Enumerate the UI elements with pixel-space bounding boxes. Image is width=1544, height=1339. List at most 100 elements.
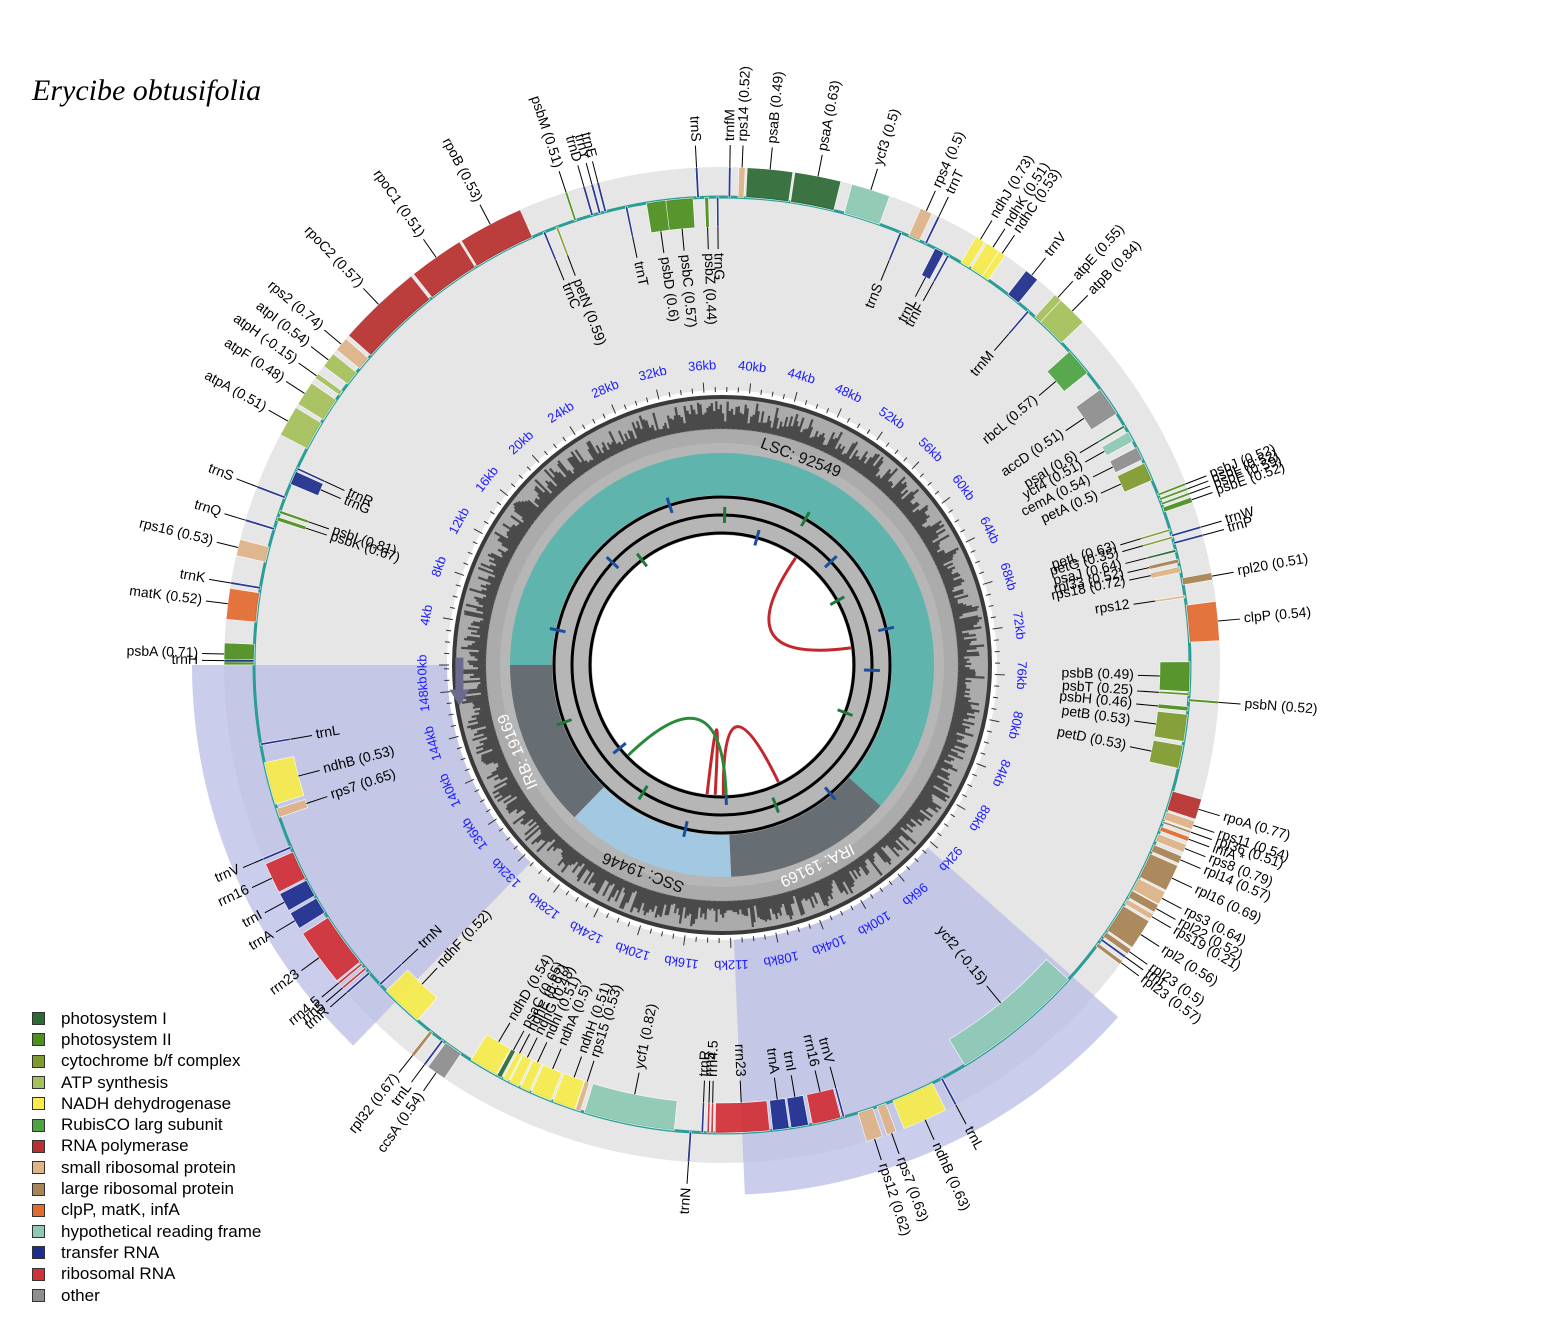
gene-label: trnS	[687, 116, 704, 142]
gene-leader-line	[1156, 909, 1175, 920]
gene-leader-line	[269, 410, 288, 421]
gene-leader-line	[236, 479, 257, 487]
legend-label: RNA polymerase	[61, 1136, 189, 1156]
gene-label: rpoC2 (0.57)	[302, 222, 368, 290]
gene-label: trnQ	[193, 496, 224, 519]
legend-swatch	[32, 1183, 45, 1196]
gene-block	[715, 1101, 770, 1133]
gene-label: matK (0.52)	[129, 582, 204, 607]
gene-leader-line	[480, 205, 490, 224]
gene-label: rps16 (0.53)	[138, 515, 215, 548]
legend-item: ribosomal RNA	[32, 1264, 261, 1285]
legend-swatch	[32, 1225, 45, 1238]
legend-swatch	[32, 1268, 45, 1281]
gene-label: trnA	[764, 1047, 783, 1075]
gene-label: trnN	[676, 1187, 694, 1214]
gene-block	[728, 167, 731, 197]
gene-label: rpoC1 (0.51)	[371, 166, 429, 240]
legend-label: NADH dehydrogenase	[61, 1094, 231, 1114]
tick-label: 112kb	[714, 957, 749, 973]
legend-item: other	[32, 1285, 261, 1306]
gene-label: clpP (0.54)	[1243, 603, 1312, 625]
gene-leader-line	[217, 542, 238, 547]
gene-block	[1154, 711, 1187, 741]
gene-leader-line	[209, 579, 231, 583]
gene-leader-line	[709, 1081, 710, 1103]
gene-leader-line	[742, 145, 743, 167]
legend-item: large ribosomal protein	[32, 1178, 261, 1199]
gene-leader-line	[687, 1162, 688, 1184]
gene-leader-line	[1172, 878, 1192, 887]
legend-item: photosystem II	[32, 1029, 261, 1050]
gene-leader-line	[1192, 492, 1213, 499]
gene-leader-line	[1218, 619, 1240, 621]
gene-leader-line	[1180, 860, 1200, 869]
minor-tick	[447, 703, 452, 704]
legend-swatch	[32, 1246, 45, 1259]
legend-item: small ribosomal protein	[32, 1157, 261, 1178]
gene-label: rpl20 (0.51)	[1236, 550, 1309, 579]
gene-leader-line	[695, 146, 696, 168]
legend-swatch	[32, 1161, 45, 1174]
gene-leader-line	[311, 346, 328, 359]
legend-label: other	[61, 1286, 100, 1306]
gene-leader-line	[206, 601, 228, 604]
legend-label: ATP synthesis	[61, 1073, 168, 1093]
minor-tick	[761, 390, 762, 395]
gene-label: trnK	[179, 565, 208, 585]
legend-swatch	[32, 1097, 45, 1110]
gene-leader-line	[926, 191, 935, 211]
legend-swatch	[32, 1033, 45, 1046]
gene-leader-line	[939, 197, 949, 217]
gene-leader-line	[1189, 839, 1210, 847]
repeat-mark	[864, 670, 880, 671]
legend-swatch	[32, 1289, 45, 1302]
legend-swatch	[32, 1119, 45, 1132]
legend-item: hypothetical reading frame	[32, 1221, 261, 1242]
legend-item: clpP, matK, infA	[32, 1200, 261, 1221]
gene-block	[1159, 662, 1190, 692]
legend-item: cytochrome b/f complex	[32, 1051, 261, 1072]
major-tick	[703, 383, 704, 393]
gene-leader-line	[324, 330, 341, 344]
minor-tick	[753, 936, 754, 941]
gene-leader-line	[1058, 281, 1073, 297]
gene-leader-line	[286, 381, 304, 393]
gene-label: rrn23	[732, 1044, 749, 1078]
legend-label: photosystem II	[61, 1030, 172, 1050]
gene-label: psaB (0.49)	[763, 71, 786, 145]
tick-label: 36kb	[688, 357, 717, 374]
legend-label: small ribosomal protein	[61, 1158, 236, 1178]
gene-leader-line	[1212, 572, 1234, 576]
legend-swatch	[32, 1012, 45, 1025]
gene-leader-line	[1002, 235, 1014, 253]
gene-block	[746, 168, 793, 202]
gene-label: trnL	[962, 1123, 988, 1152]
tick-label: 76kb	[1014, 661, 1030, 690]
gene-leader-line	[423, 1073, 436, 1091]
gene-leader-line	[770, 147, 772, 169]
tick-label: 0kb	[414, 655, 429, 676]
gene-label: psaA (0.63)	[814, 79, 843, 152]
legend-item: ATP synthesis	[32, 1072, 261, 1093]
legend-label: transfer RNA	[61, 1243, 159, 1263]
gene-leader-line	[1162, 898, 1181, 908]
legend-swatch	[32, 1055, 45, 1068]
species-title: Erycibe obtusifolia	[32, 74, 261, 108]
gene-leader-line	[559, 171, 566, 192]
gene-leader-line	[980, 221, 991, 240]
gene-leader-line	[1201, 521, 1222, 527]
gene-block	[738, 167, 745, 197]
gene-leader-line	[224, 514, 245, 520]
gene-label: ndhB (0.63)	[930, 1140, 974, 1213]
legend-label: cytochrome b/f complex	[61, 1051, 241, 1071]
legend-item: RubisCO larg subunit	[32, 1114, 261, 1135]
gene-leader-line	[1072, 295, 1087, 311]
gene-block	[716, 197, 719, 227]
legend-label: large ribosomal protein	[61, 1179, 234, 1199]
gene-leader-line	[412, 1064, 425, 1082]
gene-leader-line	[871, 169, 878, 190]
gene-block	[705, 197, 710, 227]
legend-label: clpP, matK, infA	[61, 1200, 180, 1220]
